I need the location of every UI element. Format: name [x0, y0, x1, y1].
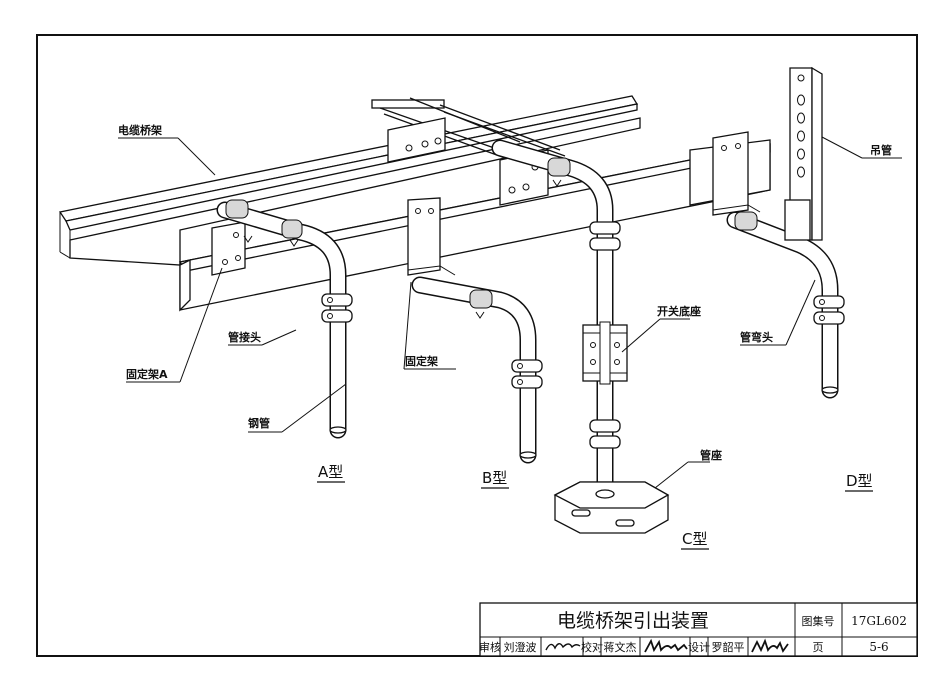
label-elbow: 管弯头: [740, 330, 773, 344]
label-cable-tray: 电缆桥架: [118, 123, 162, 137]
checker-name: 蒋文杰: [604, 640, 637, 654]
title-block: 电缆桥架引出装置 图集号 17GL602 页 5-6 审核 刘澄波 校对 蒋文杰…: [479, 602, 918, 657]
label-pipe-base: 管座: [700, 448, 722, 462]
type-label-a: A型: [318, 463, 343, 481]
reviewer-name: 刘澄波: [504, 640, 537, 654]
callouts: 电缆桥架 管接头 固定架A 钢管 固定架 开关底座 管座 吊管 管弯头: [118, 123, 902, 550]
label-pipe-joint: 管接头: [228, 330, 261, 344]
label-steel-pipe: 钢管: [248, 416, 270, 430]
label-bracket: 固定架: [405, 354, 438, 368]
design-label: 设计: [688, 641, 710, 654]
type-label-d: D型: [846, 472, 873, 490]
label-switch-base: 开关底座: [657, 304, 701, 318]
atlas-label: 图集号: [802, 614, 835, 628]
cable-tray-illustration: [58, 66, 845, 534]
type-label-b: B型: [482, 469, 507, 487]
type-label-c: C型: [682, 530, 707, 548]
atlas-number: 17GL602: [851, 614, 907, 628]
page-label: 页: [813, 641, 824, 654]
page-number: 5-6: [869, 640, 888, 654]
drawing-title: 电缆桥架引出装置: [557, 610, 709, 632]
drawing-frame: [36, 34, 918, 657]
designer-name: 罗韶平: [712, 640, 745, 654]
checker-signature: [644, 638, 688, 653]
designer-signature: [751, 638, 789, 653]
reviewer-signature: [545, 643, 581, 651]
label-hanger-pipe: 吊管: [870, 143, 892, 157]
check-label: 校对: [581, 640, 603, 654]
review-label: 审核: [479, 640, 501, 654]
label-bracket-a: 固定架A: [126, 367, 168, 381]
